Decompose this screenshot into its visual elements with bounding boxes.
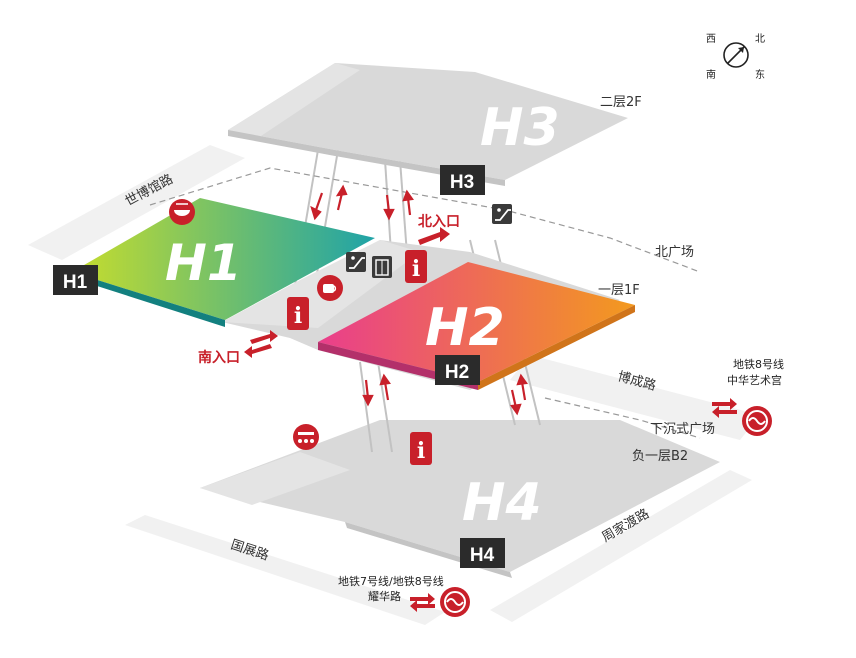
sunken-plaza-outline <box>544 397 701 439</box>
metro-east-station: 中华艺术宫 <box>727 373 782 387</box>
escalator-arrows <box>310 184 528 416</box>
info-icon-glyph: i <box>294 303 302 329</box>
hall-h3-big-label: H3 <box>480 98 560 158</box>
hall-h1-tag-label: H1 <box>63 272 88 293</box>
compass-north: 北 <box>755 33 765 45</box>
north-entrance-label: 北入口 <box>418 214 460 230</box>
metro-south-station: 耀华路 <box>368 589 401 603</box>
floor-2f-label: 二层2F <box>600 95 642 110</box>
compass-east: 东 <box>755 68 765 81</box>
hall-h1-surface[interactable] <box>72 198 375 320</box>
info-icon[interactable]: i <box>405 250 427 283</box>
hall-h4-big-label: H4 <box>462 473 542 533</box>
floor-2f-edge <box>228 130 505 186</box>
sunken-plaza-label: 下沉式广场 <box>650 422 715 437</box>
floor-2f-bridge <box>228 63 360 140</box>
floor-b2-label: 负一层B2 <box>632 449 688 464</box>
hall-h2-big-label: H2 <box>425 298 505 358</box>
hall-h1-tag[interactable]: H1 <box>53 265 98 295</box>
north-plaza-label: 北广场 <box>655 245 694 260</box>
metro-south-lines: 地铁7号线/地铁8号线 <box>338 574 444 588</box>
road-zhoujiadu-strip <box>490 470 752 622</box>
compass-south: 南 <box>706 68 716 81</box>
hall-h2-tag-label: H2 <box>445 362 469 383</box>
hall-h3-tag-label: H3 <box>450 172 474 193</box>
metro-logo-icon[interactable] <box>440 587 470 617</box>
info-icon[interactable]: i <box>410 432 432 465</box>
floor-b2-slab <box>200 420 720 572</box>
hall-h2-tag[interactable]: H2 <box>435 355 480 385</box>
metro-east-line: 地铁8号线 <box>733 357 784 371</box>
metro-logo-icon[interactable] <box>742 406 772 436</box>
meeting-room-icon[interactable] <box>293 424 319 450</box>
cafe-icon[interactable] <box>317 275 343 301</box>
hall-h2-surface[interactable] <box>318 262 635 382</box>
road-bocheng-strip <box>510 355 760 440</box>
road-guozhan-strip <box>125 515 445 625</box>
restaurant-icon[interactable] <box>169 199 195 225</box>
transfer-arrows-icon <box>410 593 435 612</box>
road-shibo-strip <box>28 145 245 260</box>
south-entrance-label: 南入口 <box>198 349 240 366</box>
hall-h4-tag-label: H4 <box>470 545 495 566</box>
info-icon-glyph: i <box>412 256 420 282</box>
hall-h4-tag[interactable]: H4 <box>460 538 505 568</box>
hall-h1-edge <box>72 272 225 327</box>
info-icon-glyph: i <box>417 438 425 464</box>
compass-west: 西 <box>706 34 716 45</box>
hall-h2-edge-right <box>478 305 635 390</box>
hall-h1-big-label: H1 <box>165 234 242 292</box>
south-entrance-arrows <box>244 330 278 358</box>
info-icon[interactable]: i <box>287 297 309 330</box>
transfer-arrows-icon <box>712 398 737 418</box>
floor-b2-left-block <box>200 452 350 505</box>
elevator-icon[interactable] <box>372 256 392 278</box>
compass-icon <box>723 42 749 68</box>
escalator-icon[interactable] <box>492 204 512 224</box>
floor-2f-slab <box>228 63 628 180</box>
floor-1f-label: 一层1F <box>598 283 640 298</box>
north-entrance-arrows <box>418 227 450 245</box>
hall-h3-tag[interactable]: H3 <box>440 165 485 195</box>
escalator-icon[interactable] <box>346 252 366 272</box>
